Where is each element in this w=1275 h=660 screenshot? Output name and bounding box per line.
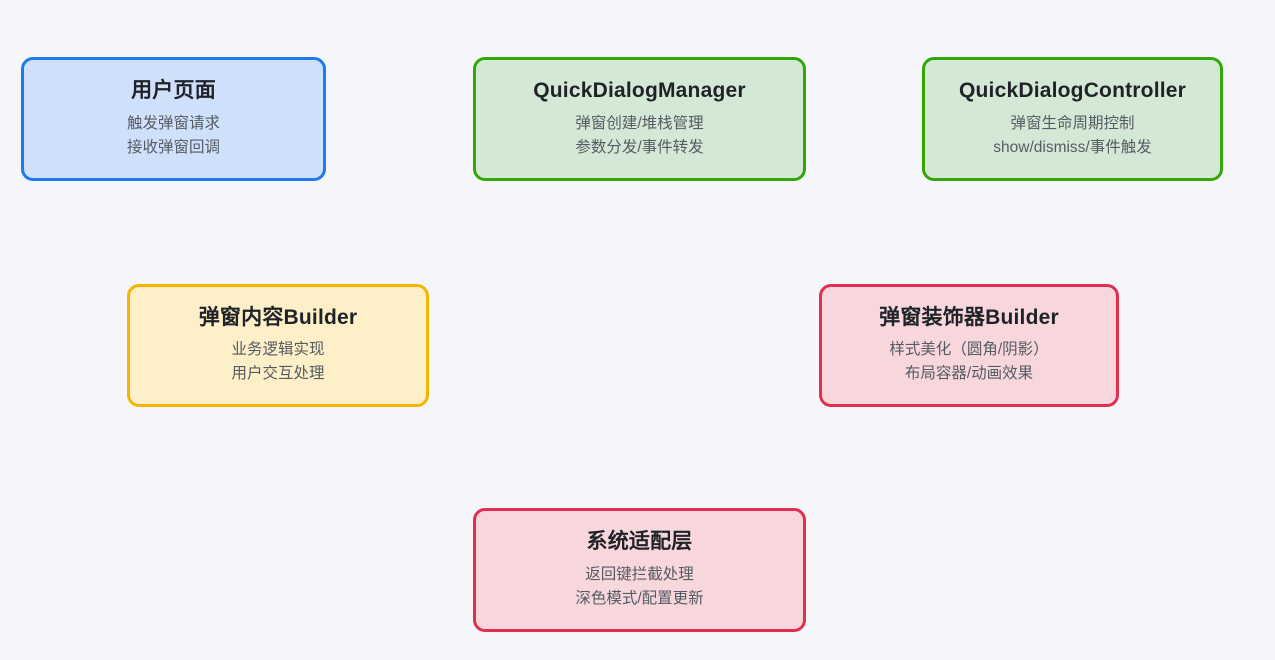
node-title: QuickDialogManager	[533, 79, 746, 103]
node-user-page[interactable]: 用户页面 触发弹窗请求 接收弹窗回调	[21, 57, 326, 181]
node-content-builder[interactable]: 弹窗内容Builder 业务逻辑实现 用户交互处理	[127, 284, 429, 407]
node-subtitle-line: 返回键拦截处理	[585, 565, 694, 583]
node-system-adapter[interactable]: 系统适配层 返回键拦截处理 深色模式/配置更新	[473, 508, 806, 632]
node-decorator-builder[interactable]: 弹窗装饰器Builder 样式美化（圆角/阴影） 布局容器/动画效果	[819, 284, 1119, 407]
node-title: QuickDialogController	[958, 79, 1187, 103]
node-title: 弹窗装饰器Builder	[879, 305, 1059, 329]
node-subtitle-line: 参数分发/事件转发	[575, 138, 704, 156]
node-title: 弹窗内容Builder	[198, 305, 358, 329]
node-subtitle-line: 触发弹窗请求	[126, 114, 220, 132]
node-subtitle-line: 业务逻辑实现	[231, 341, 325, 359]
node-quick-dialog-controller[interactable]: QuickDialogController 弹窗生命周期控制 show/dism…	[922, 57, 1223, 181]
node-subtitle-line: 布局容器/动画效果	[904, 365, 1034, 383]
node-subtitle-line: 弹窗生命周期控制	[1010, 114, 1135, 132]
node-subtitle-line: 样式美化（圆角/阴影）	[889, 341, 1049, 359]
node-subtitle-line: show/dismiss/事件触发	[993, 138, 1152, 156]
node-subtitle-line: 深色模式/配置更新	[575, 589, 704, 607]
node-quick-dialog-manager[interactable]: QuickDialogManager 弹窗创建/堆栈管理 参数分发/事件转发	[473, 57, 806, 181]
node-subtitle-line: 接收弹窗回调	[126, 138, 220, 156]
node-title: 系统适配层	[586, 530, 693, 554]
node-subtitle-line: 弹窗创建/堆栈管理	[575, 114, 704, 132]
node-subtitle-line: 用户交互处理	[231, 365, 325, 383]
node-title: 用户页面	[131, 79, 216, 103]
